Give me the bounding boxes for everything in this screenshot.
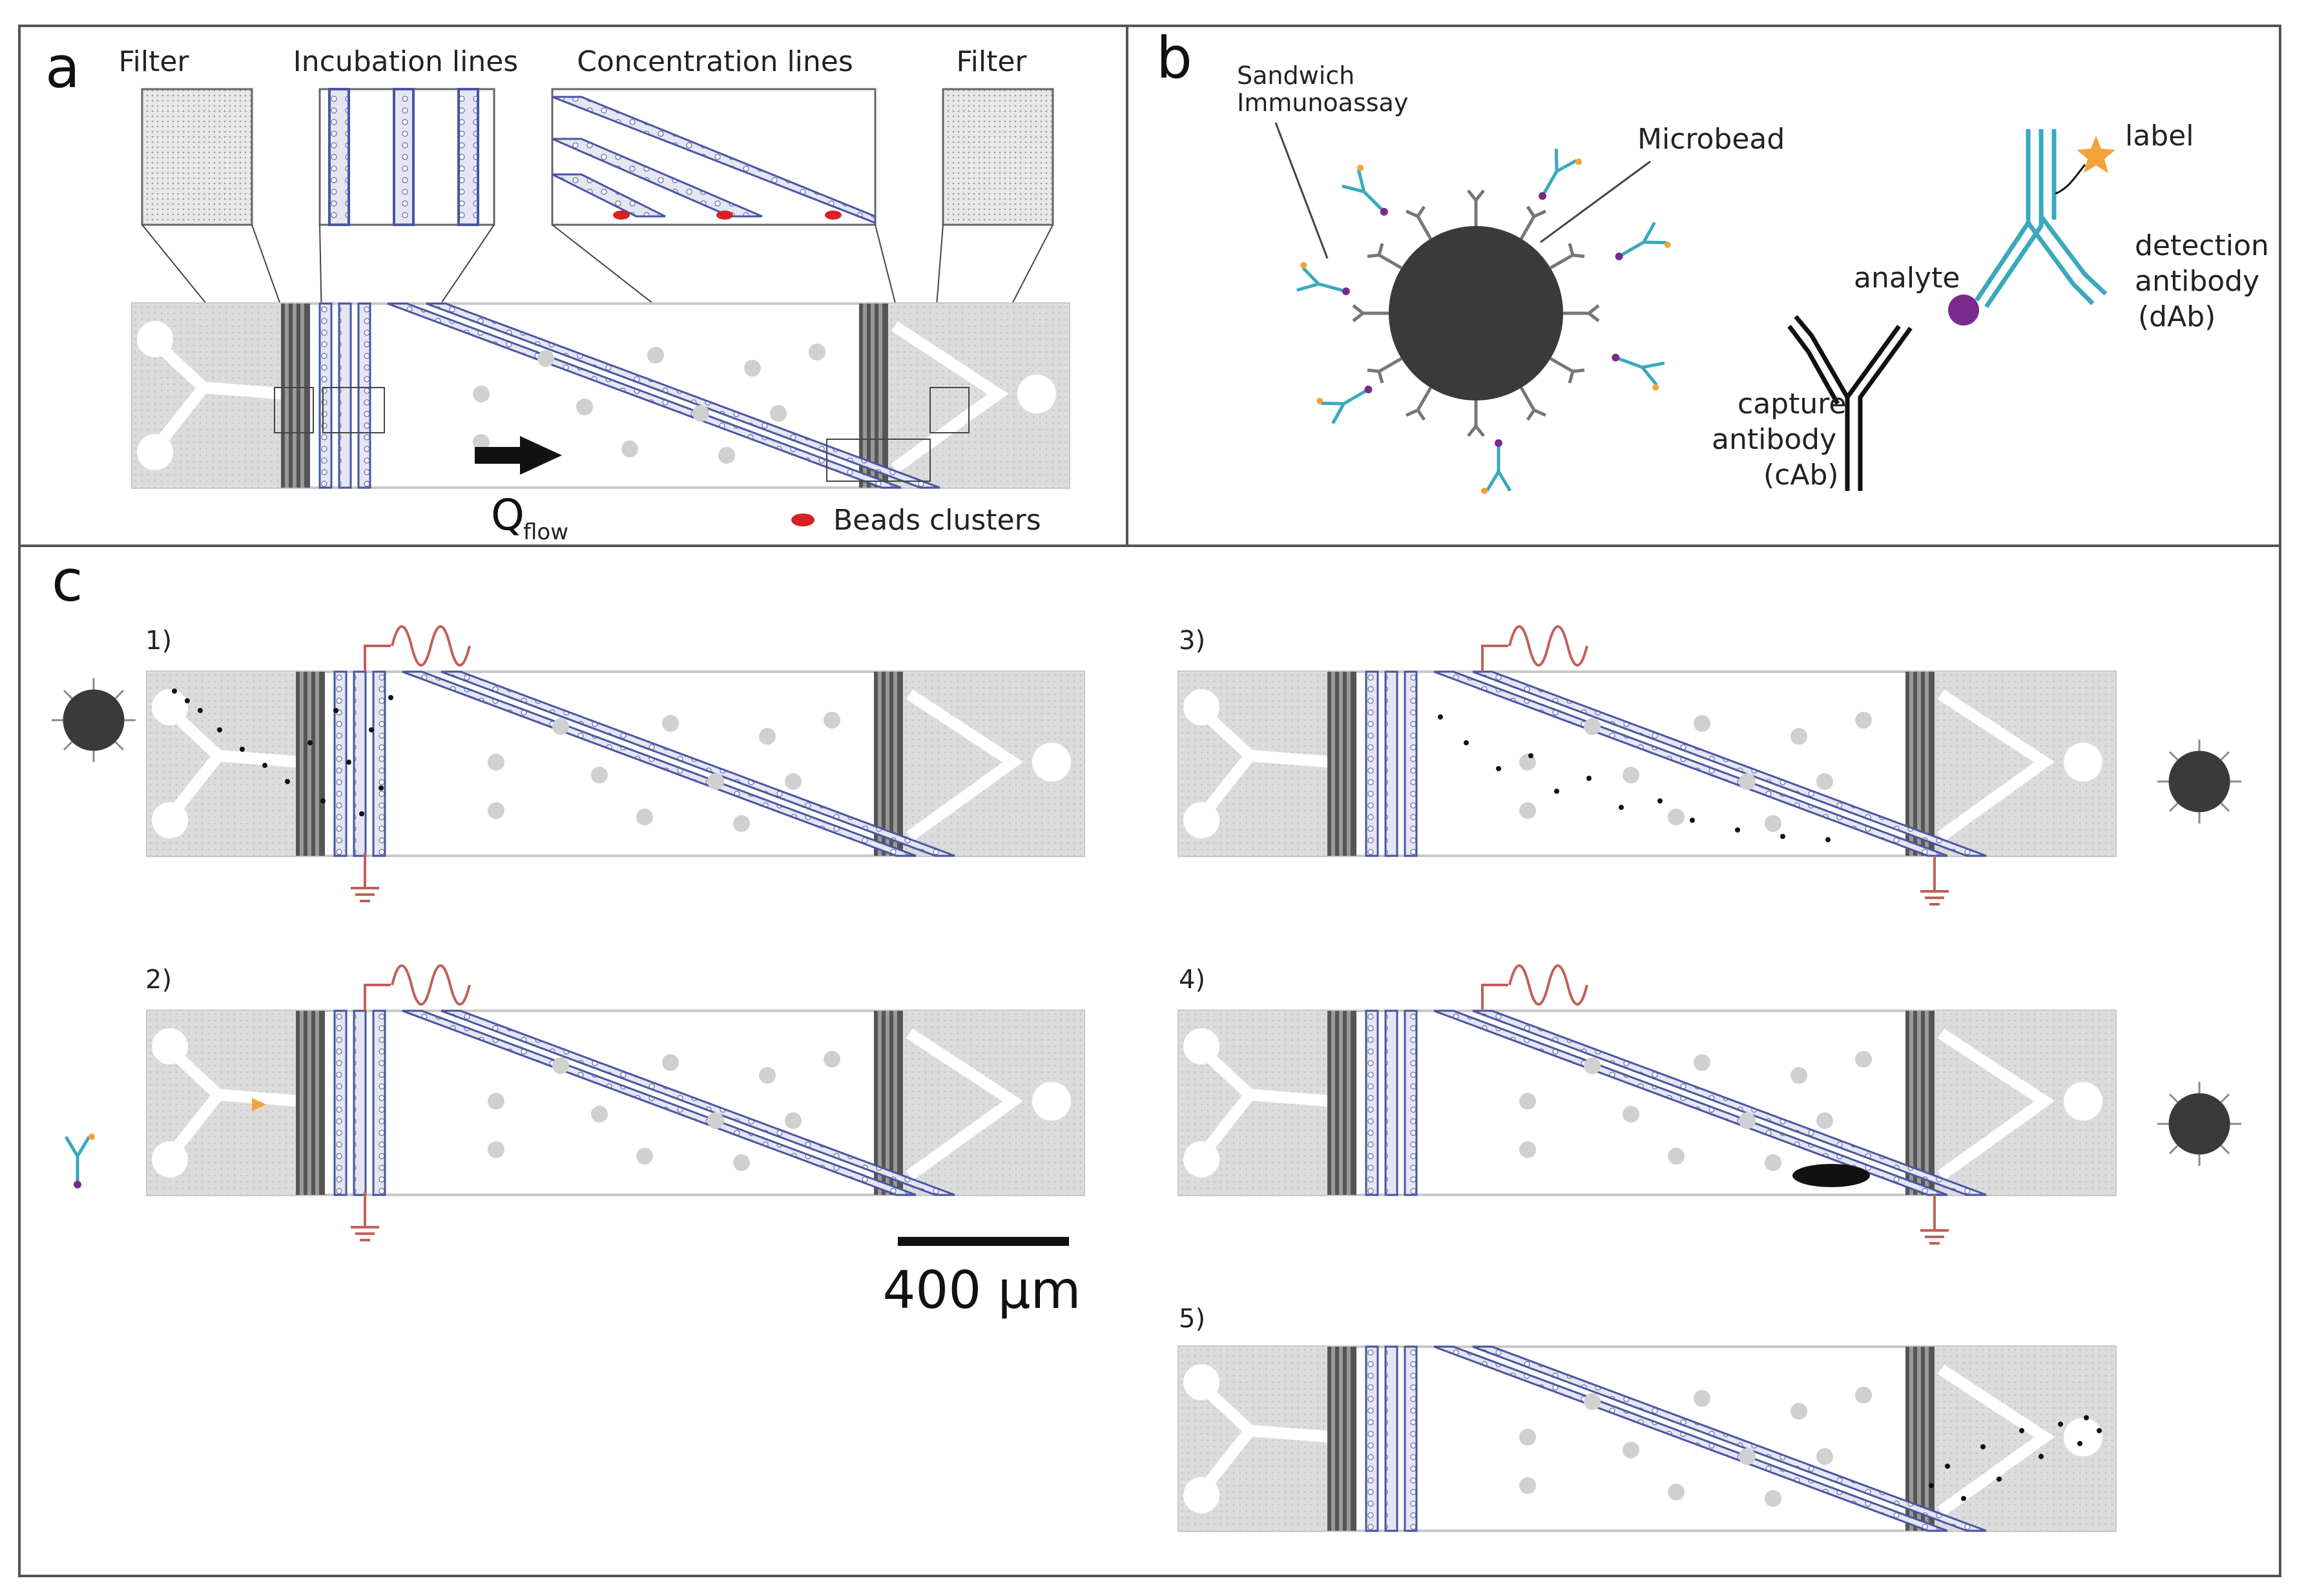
bead-cluster-3: [825, 211, 842, 220]
panel-a: a Filter Incubation lines Concentration …: [45, 34, 1069, 545]
bead-antibody-6: [1294, 262, 1354, 304]
panel-b: b Sandwich Immunoassay Microbead: [1156, 25, 2269, 494]
chip-step-4: [1179, 1011, 2115, 1195]
label-star-icon: [2077, 136, 2115, 173]
beads-step-1: [172, 689, 393, 816]
sandwich-label-1: Sandwich: [1237, 61, 1354, 90]
step-5-label: 5): [1179, 1304, 1205, 1334]
capture-label-3: (cAb): [1763, 459, 1839, 492]
q-flow-sub: flow: [523, 519, 568, 545]
beads-clusters-legend-icon: [791, 513, 815, 526]
sandwich-schematic: [1787, 129, 2115, 491]
detection-label-1: detection: [2135, 229, 2269, 262]
filter-left-label: Filter: [119, 45, 190, 78]
filter-left-zoom: [141, 88, 253, 226]
bead-antibody-7: [1340, 163, 1399, 223]
beads-step-3: [1438, 714, 1831, 842]
ac-source-icon-4: [1481, 964, 1588, 1012]
bead-antibody-5: [1316, 373, 1378, 425]
bead-antibody-4: [1481, 439, 1510, 494]
chip-step-2: [147, 1011, 1084, 1195]
sandwich-label-2: Immunoassay: [1237, 88, 1408, 117]
microbead-pointer: [1540, 160, 1651, 244]
beads-clusters-label: Beads clusters: [833, 504, 1041, 537]
bead-antibody-3: [1606, 346, 1667, 391]
microbead-icon-step-1: [50, 677, 137, 763]
panel-c-letter: c: [52, 548, 83, 614]
bead-cluster-step-4: [1792, 1164, 1870, 1187]
q-flow-label: Q: [491, 490, 524, 540]
bead-cluster-1: [613, 211, 630, 220]
ground-icon: [349, 851, 380, 902]
ground-icon-4: [1919, 1194, 1950, 1245]
ground-icon-2: [349, 1190, 380, 1241]
capture-label-2: antibody: [1712, 423, 1836, 456]
ac-source-icon-3: [1481, 625, 1588, 673]
concentration-label: Concentration lines: [577, 45, 853, 78]
capture-label-1: capture: [1738, 388, 1846, 420]
detection-label-2: antibody: [2135, 265, 2259, 298]
bead-antibody-2: [1610, 221, 1672, 273]
scale-bar: [898, 1237, 1069, 1246]
ground-icon-3: [1919, 855, 1950, 906]
panel-a-letter: a: [45, 34, 80, 101]
figure-frame: [18, 25, 2281, 1577]
antibody-icon: [66, 1134, 95, 1188]
bead-antibody-1: [1530, 146, 1583, 208]
ac-source-icon: [364, 625, 471, 673]
microbead-icon: [1352, 189, 1600, 437]
flow-arrow-icon: [475, 436, 562, 475]
panel-b-letter: b: [1156, 25, 1192, 91]
analyte-label: analyte: [1854, 262, 1960, 295]
panel-c: c 1) 2) 3) 4: [50, 548, 2243, 1531]
chip-step-5: [1179, 1347, 2115, 1531]
microbead-label: Microbead: [1637, 123, 1785, 156]
chip-overview: [132, 304, 1069, 488]
microbead-icon-step-3: [2156, 738, 2243, 825]
label-text: label: [2125, 119, 2194, 152]
ac-source-icon-2: [364, 964, 471, 1012]
detection-label-3: (dAb): [2138, 300, 2216, 333]
analyte-icon: [1948, 295, 1979, 326]
step-4-label: 4): [1179, 965, 1205, 995]
bead-cluster-2: [716, 211, 733, 220]
sandwich-pointer: [1274, 122, 1329, 259]
chip-step-3: [1179, 672, 2115, 856]
scale-bar-label: 400 µm: [883, 1260, 1081, 1320]
filter-right-label: Filter: [957, 45, 1028, 78]
step-1-label: 1): [145, 626, 172, 656]
step-3-label: 3): [1179, 626, 1205, 656]
chip-step-1: [147, 672, 1084, 856]
step-2-label: 2): [145, 965, 172, 995]
beads-step-5: [1929, 1415, 2102, 1501]
dab-inflow-icon: [252, 1098, 266, 1111]
microbead-icon-step-4: [2156, 1081, 2243, 1167]
incubation-label: Incubation lines: [293, 45, 518, 78]
filter-right-zoom: [942, 88, 1054, 226]
